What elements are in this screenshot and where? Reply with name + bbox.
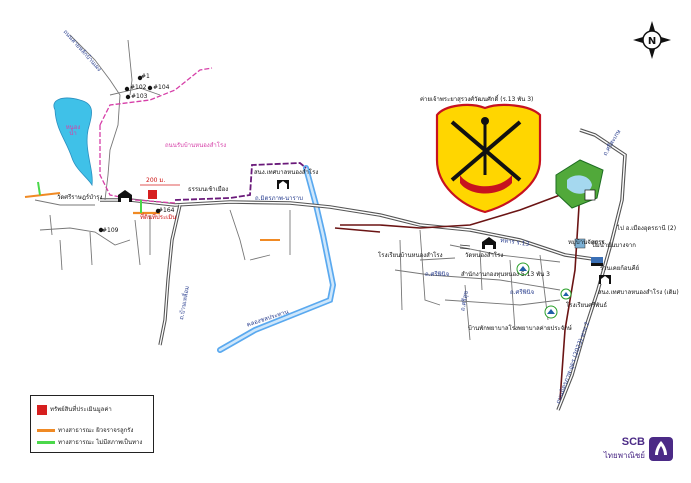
reservoir-label: หนอง น้ำ	[65, 124, 81, 137]
wat-sri-rat-label: วัดศรีราษฎร์บำรุง	[57, 194, 103, 201]
north-arrow-icon: N	[633, 21, 671, 59]
house-1-label: #1	[141, 73, 150, 80]
wat-nong-samrong-label: วัดหนองสำโรง	[465, 252, 504, 259]
legend-orange-label: ทางสาธารณะ ผิวจราจรลูกรัง	[58, 427, 134, 434]
scb-name: SCB	[621, 436, 645, 448]
house-icon-3	[560, 288, 572, 300]
ramp-mark	[459, 244, 471, 250]
legend-item-subject: ทรัพย์สินที่ประเมินมูลค่า	[37, 404, 112, 415]
boundary-brown-2	[334, 227, 381, 233]
gas-icon	[574, 238, 586, 249]
scb-sub: ไทยพาณิชย์	[603, 451, 645, 460]
subject-parcel	[148, 190, 157, 199]
town-road-label: ไป อ.เมืองอุดรธานี (2)	[617, 225, 677, 232]
legend-subject-label: ทรัพย์สินที่ประเมินมูลค่า	[50, 406, 112, 413]
house-icon-1	[516, 262, 530, 276]
boundary-pink	[99, 67, 213, 204]
hospital-label: ร้านเคยก้อนคีย์	[600, 265, 640, 272]
office-org-label: สำนักงานกองทุนหนอง 5.13 พัน 3	[461, 271, 550, 278]
legend-green-swatch	[37, 441, 55, 444]
subject-distance-label: 200 ม.	[146, 177, 166, 184]
school-icon-1	[277, 180, 289, 189]
temple-icon-1	[118, 190, 132, 202]
traffic-light-label: ธรรมนเช้าเมือง	[188, 186, 229, 193]
house-icon-2	[544, 305, 558, 319]
house-102-label: #102	[130, 84, 147, 91]
house-103-label: #103	[131, 93, 148, 100]
legend: ทรัพย์สินที่ประเมินมูลค่า ทางสาธารณะ ผิว…	[30, 395, 154, 453]
highway-east	[556, 128, 627, 411]
legend-green-label: ทางสาธารณะ ไม่มีสภาพเป็นทาง	[58, 439, 143, 446]
reservoir	[53, 97, 93, 187]
legend-subject-swatch	[37, 404, 47, 415]
school-icon-2	[599, 275, 611, 284]
road-sonphan-label: ถ.ศรีพินิจ	[425, 271, 450, 278]
road-south	[158, 204, 182, 346]
legend-item-orange: ทางสาธารณะ ผิวจราจรลูกรัง	[37, 425, 133, 435]
canal-inner	[218, 166, 335, 352]
road-kanlaya-label: ถ.ศรีพินิจ	[510, 289, 535, 296]
orange-road-left	[24, 192, 61, 198]
road-mittraphap-label: ถ.มิตรภาพ-นาราบ	[255, 195, 303, 202]
legend-orange-swatch	[37, 429, 55, 432]
scb-emblem-icon	[649, 437, 673, 461]
main-road	[100, 198, 601, 262]
legend-item-green: ทางสาธารณะ ไม่มีสภาพเป็นทาง	[37, 437, 142, 447]
house-markers	[98, 75, 161, 233]
house-104-label: #104	[153, 84, 170, 91]
temple-icon-2	[482, 237, 496, 249]
house-109-label: #109	[102, 227, 119, 234]
boundary-brown	[340, 188, 581, 401]
pond-trail-label: บ้านพักพยาบาลโรงพยาบาลค่ายประจักษ์	[468, 325, 572, 332]
scb-logo: SCB ไทยพาณิชย์	[597, 436, 677, 466]
subject-label: ที่ดินที่ประเมิน	[140, 214, 177, 221]
boundary-purple	[174, 162, 307, 201]
village-label: หมู่บ้านจัดสรร	[568, 239, 605, 246]
school-old-label: สนง.เทศบาลหนองสำโรง (เดิม)	[598, 289, 679, 296]
school-nong-samrong-label: สนง.เทศบาลหนองสำโรง	[254, 169, 319, 176]
bank-gas-label: ปั๊มน้ำมันบางจาก	[592, 242, 636, 249]
bank-icon	[591, 257, 603, 266]
park-icon	[555, 159, 604, 209]
house-164-label: #164	[158, 207, 175, 214]
green-road-left	[37, 181, 41, 196]
police-post-label: โรงเรียนบ้านหนองสำโรง	[378, 252, 443, 259]
camp-emblem	[435, 103, 542, 214]
camp-label: ค่ายเจ้าพระยาสุรวงศ์วัฒนศักดิ์ (ร.13 พัน…	[420, 96, 534, 103]
north-letter: N	[648, 36, 656, 47]
school-x-label: โรงเรียนศรีพันธ์	[566, 302, 608, 309]
road-ban-nong-samrong-label: ถนนรับบ้านหนองสำโรง	[165, 142, 227, 149]
minor-roads	[34, 34, 561, 341]
